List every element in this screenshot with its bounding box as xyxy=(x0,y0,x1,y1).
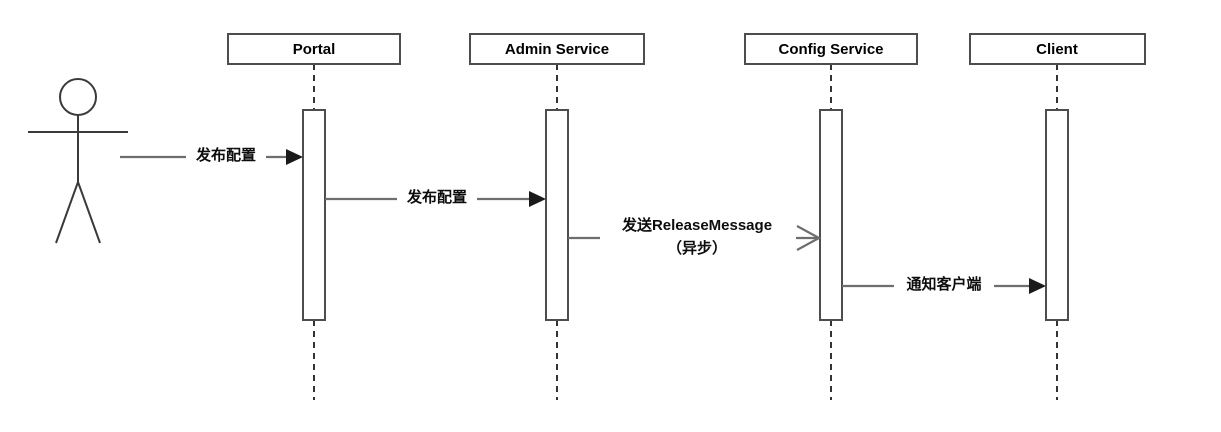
participant-label-admin-service: Admin Service xyxy=(505,41,609,58)
participant-label-client: Client xyxy=(1036,41,1078,58)
arrowhead-solid-icon xyxy=(529,191,546,207)
participant-client[interactable]: Client xyxy=(969,33,1146,400)
arrowhead-solid-icon xyxy=(1029,278,1046,294)
message-publish-config-to-portal[interactable]: 发布配置 xyxy=(120,144,303,166)
actor-left-leg-line xyxy=(55,181,79,244)
participant-box-client xyxy=(969,33,1146,65)
message-send-release-message[interactable]: 发送ReleaseMessage （异步） xyxy=(568,215,822,257)
arrowhead-open-async-icon xyxy=(796,225,822,251)
participant-box-config-service xyxy=(744,33,918,65)
participant-config-service[interactable]: Config Service xyxy=(744,33,918,400)
message-label-send-release-message-line2: （异步） xyxy=(667,239,727,257)
message-label-backdrop xyxy=(600,215,796,255)
arrowhead-solid-icon xyxy=(286,149,303,165)
message-label-publish-config-2: 发布配置 xyxy=(406,188,467,206)
message-label-backdrop xyxy=(186,144,266,166)
message-label-publish-config-1: 发布配置 xyxy=(195,146,256,164)
activation-bar-portal xyxy=(302,109,326,321)
message-label-backdrop xyxy=(397,186,477,208)
activation-bar-client xyxy=(1045,109,1069,321)
actor-head-icon xyxy=(59,78,97,116)
message-publish-config-to-admin-service[interactable]: 发布配置 xyxy=(325,186,546,208)
actor-stick-figure[interactable] xyxy=(28,78,128,244)
message-label-backdrop xyxy=(894,273,994,295)
participant-box-admin-service xyxy=(469,33,645,65)
participant-box-portal xyxy=(227,33,401,65)
actor-right-leg-line xyxy=(77,181,101,244)
activation-bar-admin-service xyxy=(545,109,569,321)
participant-admin-service[interactable]: Admin Service xyxy=(469,33,645,400)
participant-portal[interactable]: Portal xyxy=(227,33,401,400)
activation-bar-config-service xyxy=(819,109,843,321)
message-notify-client[interactable]: 通知客户端 xyxy=(842,273,1046,295)
participant-label-portal: Portal xyxy=(293,41,336,58)
participant-label-config-service: Config Service xyxy=(778,41,883,58)
message-label-send-release-message-line1: 发送ReleaseMessage xyxy=(621,216,772,234)
message-label-notify-client: 通知客户端 xyxy=(906,275,981,293)
